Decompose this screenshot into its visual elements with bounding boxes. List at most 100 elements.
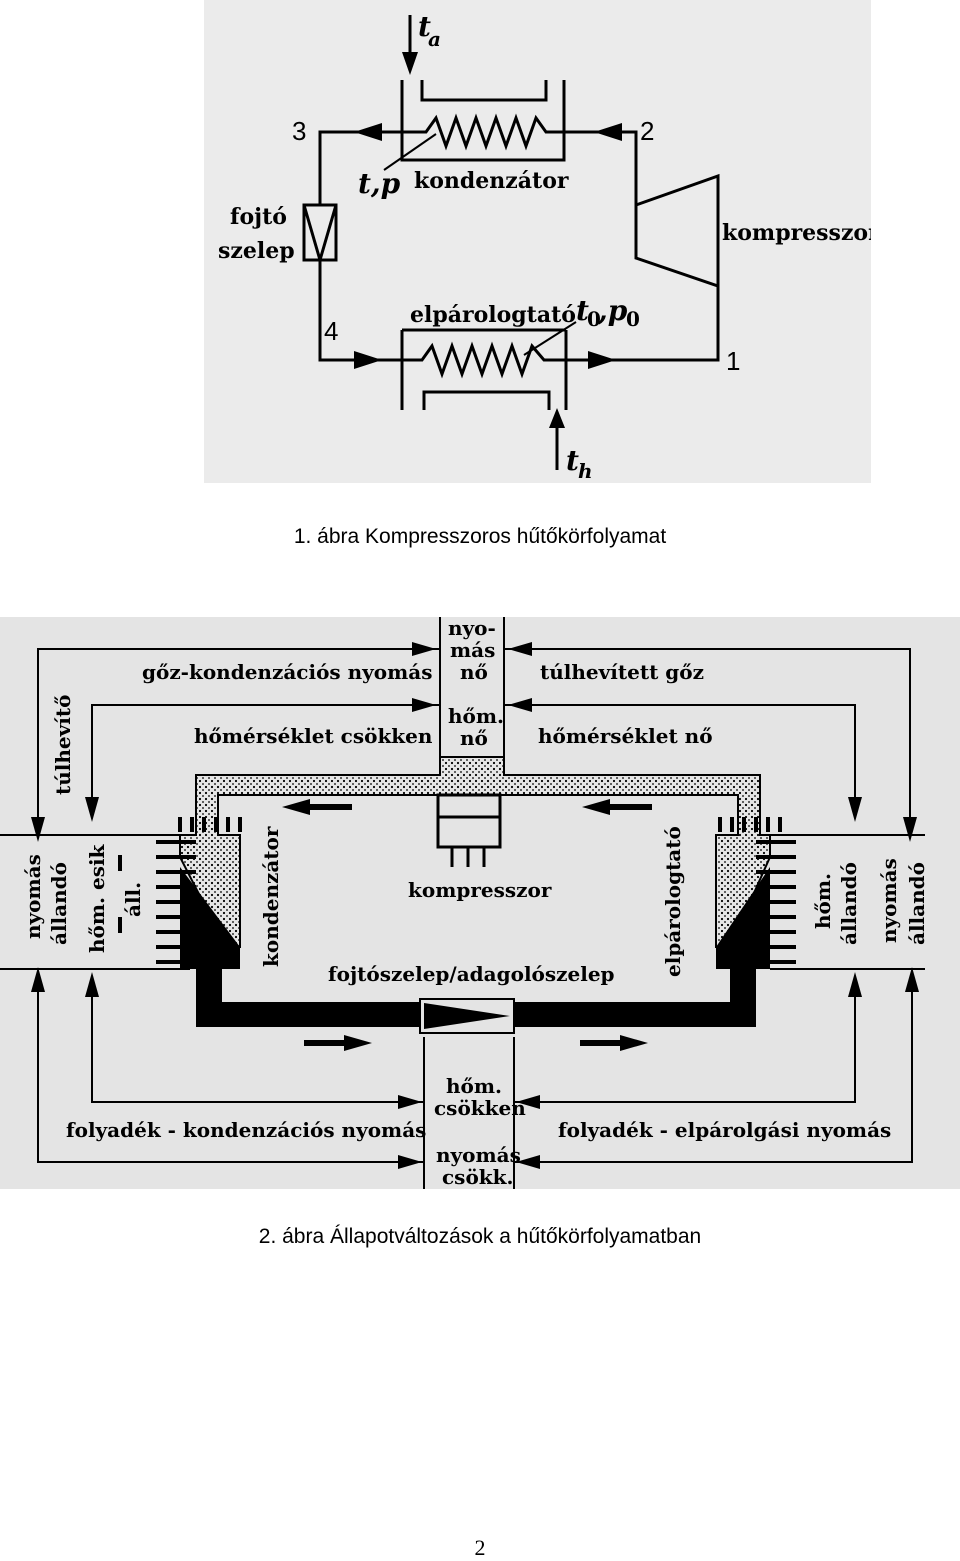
throttle-valve-label-1: fojtó (230, 204, 287, 230)
t0-label: t (576, 294, 589, 327)
superheated-vapor-label: túlhevített gőz (540, 660, 704, 684)
expansion-valve-triangle (424, 1003, 510, 1029)
pressure-constant-right-2: állandó (905, 862, 929, 945)
flow-arrow-bottom-right-tail (580, 1040, 622, 1046)
evaporator-fins (718, 817, 796, 964)
pipe-2-to-condenser (564, 130, 638, 205)
pressure-rises-line2: más (450, 638, 495, 662)
th-arrow (549, 408, 565, 428)
flow-arrow-bottom-left (344, 1035, 372, 1051)
t0p0-leader (523, 321, 577, 356)
node-2-label: 2 (640, 116, 654, 146)
arrow-up-left-outer (31, 967, 45, 992)
inner-bottom-line-left (91, 977, 424, 1103)
pressure-constant-right-1: nyomás (877, 858, 901, 943)
arrow-bottom-right-outer (516, 1155, 540, 1169)
temperature-rises-short-line2: nő (460, 726, 488, 750)
evaporator-label: elpárologtató (410, 302, 576, 328)
center-channel-bottom (423, 1037, 515, 1189)
constant-short-label: áll. (121, 882, 145, 917)
condenser-coil (402, 113, 564, 151)
compressor-label: kompresszor (722, 220, 871, 246)
outer-top-line-right (504, 648, 911, 832)
tp-leader (383, 133, 437, 171)
outer-bottom-line-right (514, 972, 913, 1163)
arrow-up-right-outer (905, 967, 919, 992)
pipe-evaporator-to-1 (566, 286, 720, 362)
ta-arrow (402, 52, 418, 75)
t0-subscript: 0 (587, 307, 601, 331)
arrow-bottom-left-outer (398, 1155, 422, 1169)
arrow-evaporator-to-1 (588, 351, 616, 369)
th-subscript: h (578, 459, 593, 483)
ta-subscript: a (428, 27, 441, 51)
condenser-label: kondenzátor (259, 826, 283, 967)
p0-subscript: 0 (626, 307, 640, 331)
constant-right-label-1: állandó (837, 862, 861, 945)
condenser-inner-tray (420, 80, 548, 102)
figure-1-refrigeration-cycle: t a 3 2 t,p kondenzátor fojtó szelep kom… (204, 0, 871, 483)
outer-top-line-left (37, 648, 440, 832)
temperature-decreases-label: hőmérséklet csökken (194, 724, 433, 748)
compressor-label: kompresszor (408, 878, 552, 902)
pressure-rises-line3: nő (460, 660, 488, 684)
temperature-decreases-bottom-1: hőm. (446, 1074, 502, 1098)
liquid-condensation-pressure-label: folyadék - kondenzációs nyomás (66, 1118, 426, 1142)
pressure-constant-left-2: állandó (47, 862, 71, 945)
p0-label: ,p (597, 294, 628, 327)
arrow-top-left-outer (412, 642, 436, 656)
temperature-rises-short-line1: hőm. (448, 704, 504, 728)
flow-arrow-bottom-left-tail (304, 1040, 346, 1046)
temperature-drops-label: hőm. esik (85, 843, 109, 953)
node-3-label: 3 (292, 116, 306, 146)
temperature-right-label: hőm. (811, 873, 835, 929)
inner-bottom-line-right (514, 977, 856, 1103)
arrow-bottom-left-inner (398, 1095, 422, 1109)
arrow-2-to-condenser (594, 123, 622, 141)
evaporator-inner-tray (422, 390, 551, 410)
compressor-cylinder (436, 793, 502, 849)
throttle-dosing-valve-label: fojtószelep/adagolószelep (328, 962, 615, 986)
compressor-rods (438, 815, 500, 867)
figure-1-caption: 1. ábra Kompresszoros hűtőkörfolyamat (293, 525, 667, 548)
arrow-down-left-outer (31, 817, 45, 842)
arrow-down-right-inner (848, 797, 862, 822)
evaporator-coil (402, 341, 566, 379)
th-label: t (566, 444, 579, 477)
flow-arrow-bottom-right (620, 1035, 648, 1051)
condenser-fins (156, 817, 242, 964)
pressure-rises-line1: nyo- (448, 617, 496, 640)
arrow-up-right-inner (848, 972, 862, 997)
page-number: 2 (474, 1535, 486, 1560)
outer-bottom-line-left (37, 972, 424, 1163)
arrow-4-to-evaporator (354, 351, 382, 369)
tp-label: t,p (358, 167, 401, 200)
arrow-up-left-inner (85, 972, 99, 997)
flow-arrow-top-left (282, 799, 310, 815)
center-channel-top (439, 617, 505, 767)
condenser-housing (400, 80, 566, 162)
figure-2-caption: 2. ábra Állapotváltozások a hűtőkörfolya… (258, 1225, 702, 1248)
pressure-decreases-1: nyomás (436, 1143, 521, 1167)
left-tick-1 (118, 855, 122, 871)
arrow-top-right-inner (508, 698, 532, 712)
pressure-constant-left-1: nyomás (21, 854, 45, 939)
figure-2-state-changes: nyo- más nő hőm. nő gőz-kondenzációs nyo… (0, 617, 960, 1189)
temperature-decreases-bottom-2: csökken (434, 1096, 526, 1120)
flow-arrow-top-left-tail (308, 804, 352, 810)
arrow-bottom-right-inner (516, 1095, 540, 1109)
inner-top-line-left (91, 704, 440, 812)
vapor-condensation-pressure-label: gőz-kondenzációs nyomás (142, 660, 433, 684)
left-tick-2 (118, 917, 122, 933)
arrow-condenser-to-3 (354, 123, 382, 141)
node-1-label: 1 (726, 346, 740, 376)
evaporator-housing (400, 328, 568, 410)
pressure-decreases-2: csökk. (442, 1165, 513, 1189)
arrow-down-left-inner (85, 797, 99, 822)
flow-arrow-top-right-tail (608, 804, 652, 810)
node-4-label: 4 (324, 316, 338, 346)
condenser-label: kondenzátor (414, 168, 569, 194)
arrow-top-right-outer (508, 642, 532, 656)
ta-label: t (418, 10, 431, 43)
superheater-label: túlhevítő (51, 695, 75, 795)
